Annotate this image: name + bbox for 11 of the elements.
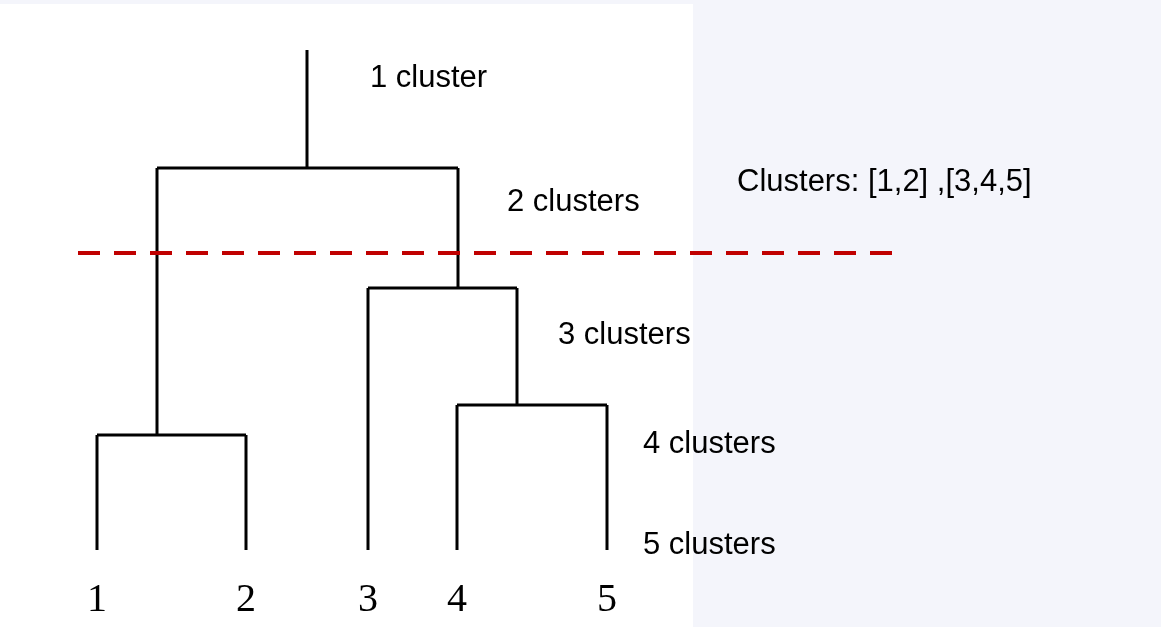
cluster-label: 5 clusters [643,525,776,563]
cluster-label: Clusters: [1,2] ,[3,4,5] [737,162,1032,200]
leaf-number: 4 [446,578,468,618]
cluster-label: 4 clusters [643,424,776,462]
cluster-label: 2 clusters [507,182,640,220]
cluster-label: 1 cluster [370,58,488,96]
cluster-label: 3 clusters [558,315,691,353]
leaf-number: 1 [86,578,108,618]
leaf-number: 3 [357,578,379,618]
leaf-number: 5 [596,578,618,618]
leaf-number: 2 [235,578,257,618]
